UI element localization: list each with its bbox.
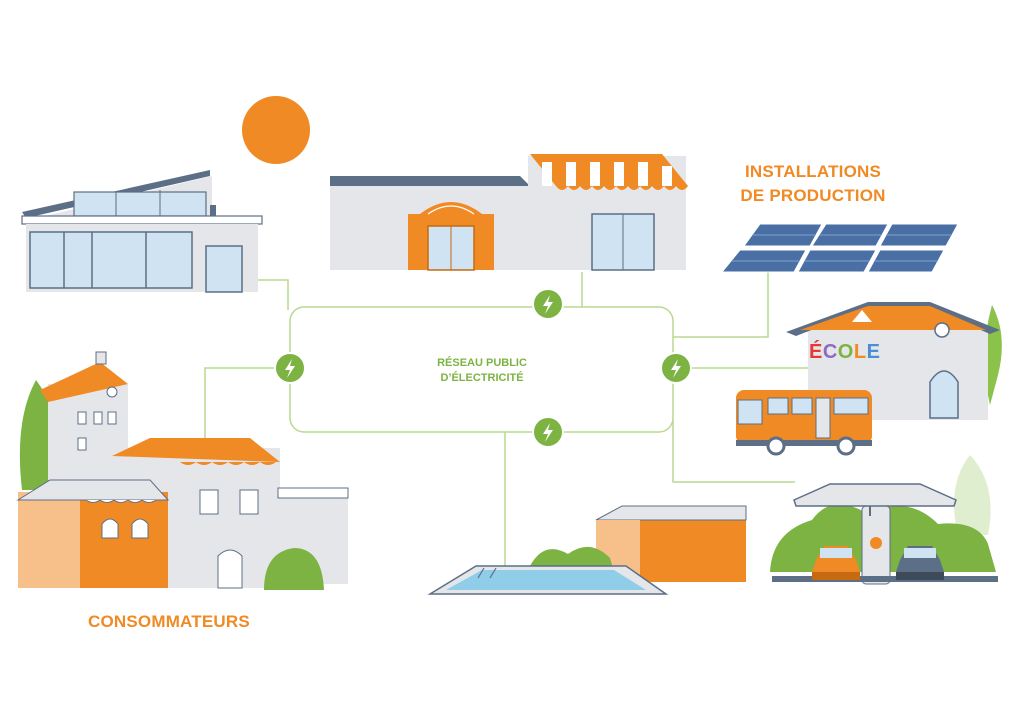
car-icon xyxy=(812,546,860,580)
grid-title-line1: RÉSEAU PUBLIC xyxy=(437,357,527,369)
tree-icon xyxy=(954,455,991,535)
grid-nodes xyxy=(274,288,692,448)
pool-house xyxy=(427,505,747,595)
line-to-solar xyxy=(673,272,769,338)
village-houses xyxy=(16,351,349,590)
modern-villa xyxy=(21,170,263,293)
lightning-icon xyxy=(532,416,564,448)
charging-station xyxy=(770,455,998,585)
car-icon xyxy=(896,546,944,580)
shop-building xyxy=(330,154,688,271)
production-title-line1: INSTALLATIONS xyxy=(744,162,882,181)
sun-icon xyxy=(242,96,310,164)
lightning-icon xyxy=(274,352,306,384)
production-title-line2: DE PRODUCTION xyxy=(740,186,886,205)
school-sign-letter: O xyxy=(837,341,854,363)
charging-station-icon xyxy=(870,537,882,549)
grid-title-line2: D’ÉLECTRICITÉ xyxy=(440,372,524,384)
production-title: INSTALLATIONS DE PRODUCTION xyxy=(728,160,898,208)
school-sign-letter: É xyxy=(809,341,823,363)
school-sign-letter: E xyxy=(866,341,881,363)
line-to-villa xyxy=(258,279,289,310)
school-sign-letter: C xyxy=(822,341,838,363)
bus-icon xyxy=(736,390,872,456)
consumers-title: CONSOMMATEURS xyxy=(88,612,250,631)
line-to-village xyxy=(204,367,290,445)
line-to-station xyxy=(672,420,795,483)
lightning-icon xyxy=(532,288,564,320)
school-sign-letter: L xyxy=(853,341,867,363)
school-sign: ÉCOLE xyxy=(809,341,880,364)
solar-panel-icon xyxy=(720,223,959,273)
lightning-icon xyxy=(660,352,692,384)
grid-title: RÉSEAU PUBLIC D’ÉLECTRICITÉ xyxy=(412,356,552,386)
